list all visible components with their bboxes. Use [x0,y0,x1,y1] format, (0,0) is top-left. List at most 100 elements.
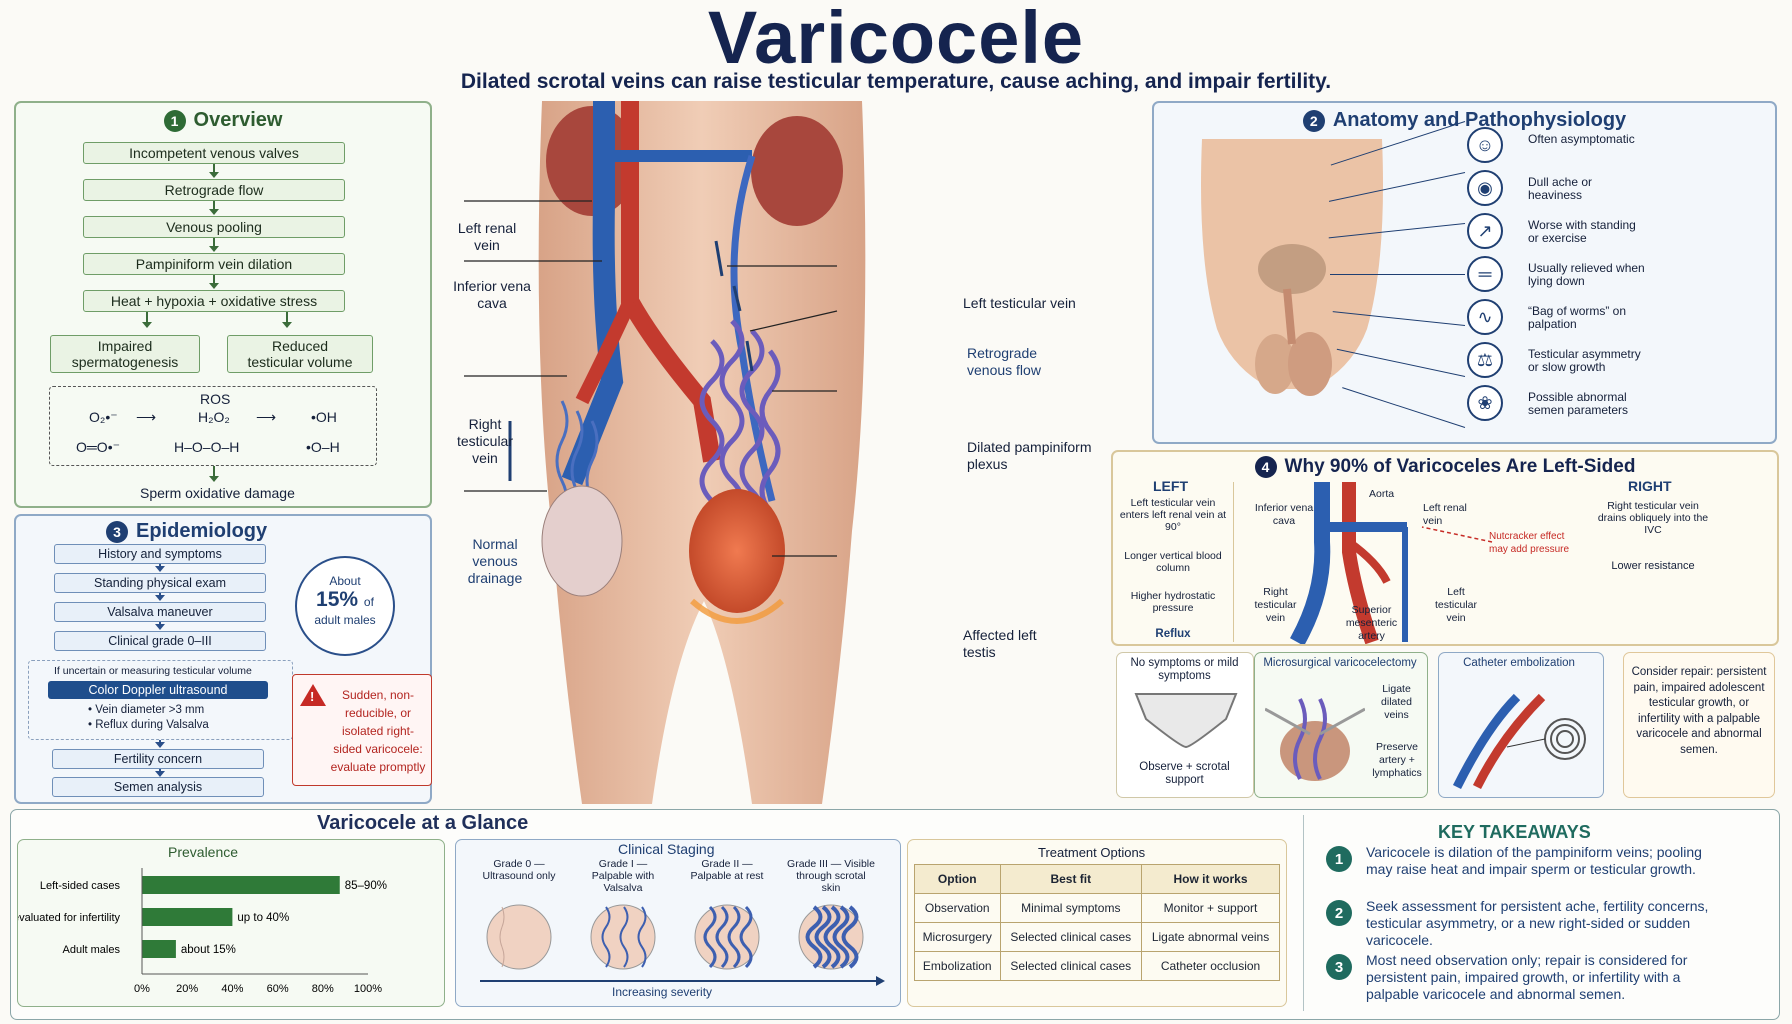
overview-heading: 1 Overview [16,109,430,132]
flow-arrow [155,564,165,572]
grade-2-illustration [694,904,760,970]
symptom-text: Dull ache or heaviness [1528,175,1593,202]
ros-structure: H–O–O–H [174,439,240,455]
grade-0-illustration [486,904,552,970]
micro-note: Ligate dilated veins [1381,683,1412,721]
bar [142,876,340,894]
label-ivc: Inferior vena cava [453,278,531,311]
microsurgery-icon [1265,698,1365,781]
left-sided-heading: 4 Why 90% of Varicoceles Are Left-Sided [1113,456,1777,478]
stat-circle: About 15% of adult males [295,556,395,656]
flow-arrow [155,769,165,777]
symptom-text: “Bag of worms” on palpation [1528,304,1627,331]
category-label: Left-sided cases [40,880,121,892]
grade-label: Grade II — Palpable at rest [690,858,764,882]
table-header-row: Option Best fit How it works [914,864,1280,894]
workup-step: Valsalva maneuver [54,602,266,622]
takeaway-number: 2 [1326,900,1352,926]
epidemiology-heading: 3 Epidemiology [106,520,430,543]
prevalence-chart: Left-sided cases 85–90% Men evaluated for … [18,868,387,995]
ros-hydroxyl: •OH [311,409,337,425]
stat-group: adult males [314,613,376,627]
stat-about: About [329,574,361,588]
data-label: 85–90% [345,880,387,892]
flow-arrow [155,593,165,601]
left-sided-title: Why 90% of Varicoceles Are Left-Sided [1284,456,1636,477]
category-label: Adult males [63,944,121,956]
tick-label: 60% [267,983,289,995]
workup-step: Semen analysis [52,777,264,797]
anatomy-illustration [464,101,866,804]
observe-caption: Observe + scrotal support [1139,761,1230,786]
symptom-text: Often asymptomatic [1528,132,1635,146]
severity-label: Increasing severity [612,985,713,999]
diagram-left-tv: Left testicular vein [1434,586,1477,624]
grade-label: Grade I — Palpable with Valsalva [591,858,655,894]
ros-superoxide: O₂•⁻ [89,409,118,425]
table-cell: Selected clinical cases [999,951,1143,981]
section-number: 3 [106,520,128,543]
section-number: 1 [163,109,186,132]
overview-panel: 1 Overview Incompetent venous valves Ret… [14,101,432,508]
diagram-ivc: Inferior vena cava [1254,502,1314,527]
left-sided-diagram [1289,482,1493,644]
cath-title: Catheter embolization [1463,657,1575,669]
ros-arrow: ⟶ [256,409,277,425]
table-header: How it works [1141,864,1280,894]
category-label: Men evaluated for infertility [18,912,120,924]
staging-panel: Clinical Staging Grade 0 — Ultrasound on… [455,839,901,1007]
left-step: Longer vertical blood column [1124,550,1222,574]
takeaway-text: Most need observation only; repair is co… [1366,952,1688,1002]
anatomy-panel: 2 Anatomy and Pathophysiology ☺Often asy… [1152,101,1777,444]
flow-arrow [209,201,219,215]
takeaways-heading: KEY TAKEAWAYS [1438,822,1591,842]
overview-title: Overview [193,109,283,131]
table-cell: Catheter occlusion [1141,951,1280,981]
observe-title: No symptoms or mild symptoms [1130,657,1239,682]
workup-step: Standing physical exam [54,573,266,593]
right-step: Lower resistance [1611,560,1695,572]
prevalence-panel: Prevalence Left-sided cases 85–90% Men eva… [17,839,445,1007]
grade-label: Grade 0 — Ultrasound only [482,858,556,882]
glance-heading: Varicocele at a Glance [317,812,529,834]
right-title: RIGHT [1628,478,1672,494]
takeaway-text: Seek assessment for persistent ache, fer… [1366,898,1709,948]
left-step: Higher hydrostatic pressure [1130,590,1216,614]
doppler-label: Color Doppler ultrasound [48,681,268,699]
stat-value: 15% of [297,588,393,614]
table-header: Best fit [999,864,1143,894]
grade-3-illustration [798,904,864,970]
right-step: Right testicular vein drains obliquely i… [1597,500,1709,536]
flow-step: Incompetent venous valves [83,142,345,164]
microsurgery-card: Microsurgical varicocelectomy Ligate dil… [1254,652,1428,798]
bar [142,940,176,958]
symptom-text: Testicular asymmetry or slow growth [1528,347,1641,374]
tick-label: 0% [134,983,150,995]
ros-box [49,386,377,466]
diagram-aorta: Aorta [1369,488,1395,500]
takeaway-number: 3 [1326,954,1352,980]
tick-label: 80% [312,983,334,995]
outcome-box: Impaired spermatogenesis [50,335,200,373]
lying-down-icon: ═ [1467,256,1503,292]
workup-step: Clinical grade 0–III [54,631,266,651]
stat-of: of [363,595,374,609]
flow-step: Retrograde flow [83,179,345,201]
flow-arrow [209,238,219,252]
anatomy-heading: 2 Anatomy and Pathophysiology [1154,109,1775,132]
table-cell: Ligate abnormal veins [1141,922,1280,952]
table-header: Option [914,864,1001,894]
flow-arrow [282,312,292,328]
takeaways-divider [1303,815,1304,1011]
micro-title: Microsurgical varicocelectomy [1263,657,1417,669]
doppler-bullet: • Vein diameter >3 mm [88,704,205,716]
prevalence-title: Prevalence [168,844,239,860]
running-icon: ↗ [1467,213,1503,249]
flow-step: Venous pooling [83,216,345,238]
scrotal-support-icon [1134,693,1238,749]
bar [142,908,233,926]
staging-title: Clinical Staging [618,841,715,857]
table-cell: Selected clinical cases [999,922,1143,952]
workup-step: History and symptoms [54,544,266,564]
